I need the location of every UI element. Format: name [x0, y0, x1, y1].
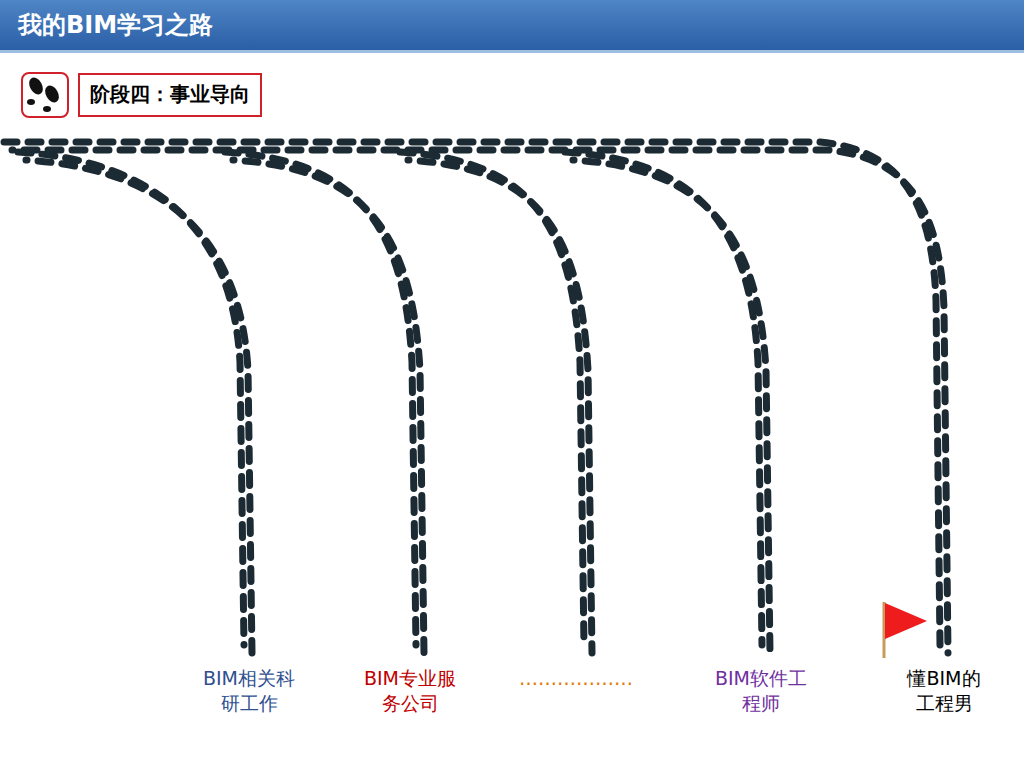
red-flag — [884, 602, 927, 658]
career-label: BIM相关科 研工作 — [194, 666, 304, 715]
footprint-row — [408, 160, 592, 653]
footprint-row — [4, 142, 940, 645]
footprint-row — [12, 150, 948, 653]
footprint-row — [225, 152, 416, 645]
footprint-trails — [4, 142, 948, 653]
career-label: 懂BIM的 工程男 — [899, 666, 989, 715]
title-bar — [0, 0, 1024, 50]
career-label: BIM专业服 务公司 — [355, 666, 465, 715]
footprint-row — [573, 160, 770, 653]
footprint-row — [18, 152, 244, 645]
stage-box: 阶段四：事业导向 — [78, 73, 262, 117]
career-label: ……………… — [516, 666, 636, 691]
slide-title: 我的BIM学习之路 — [18, 9, 213, 41]
footprint-row — [565, 152, 762, 645]
footprint-row — [26, 160, 252, 653]
footprint-row — [400, 152, 584, 645]
footprint-row — [233, 160, 424, 653]
title-underline — [0, 50, 1024, 53]
career-label: BIM软件工 程师 — [706, 666, 816, 715]
stage-label: 阶段四：事业导向 — [90, 81, 250, 108]
footprint-icon — [22, 73, 68, 117]
